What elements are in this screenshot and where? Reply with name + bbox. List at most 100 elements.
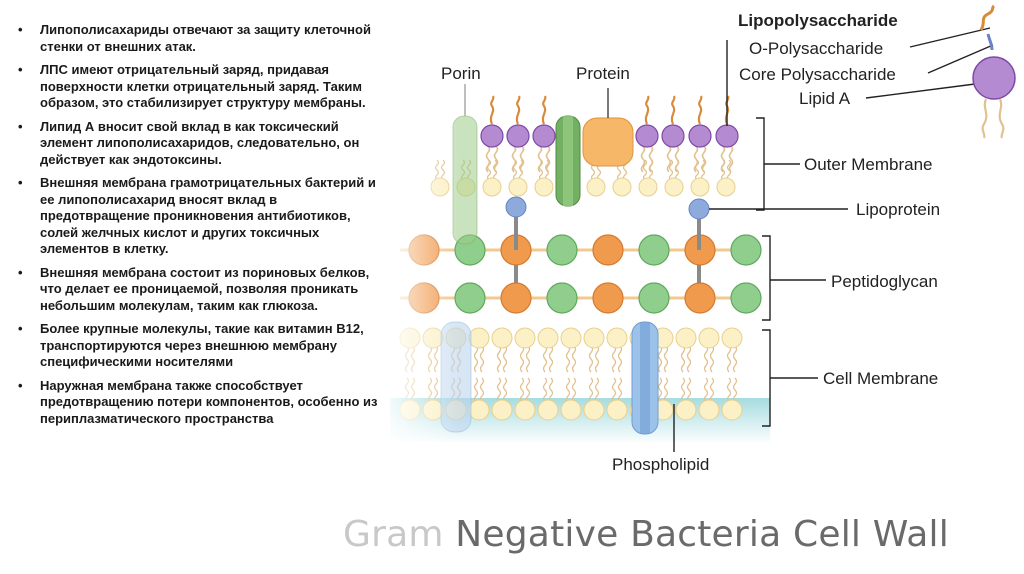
peptidoglycan-unit: [730, 234, 762, 266]
phospholipid-head: [606, 399, 628, 421]
lipid-tail: [732, 345, 738, 373]
porin-label: Porin: [441, 64, 481, 83]
peptidoglycan-label: Peptidoglycan: [831, 272, 938, 291]
lipid-tail: [493, 145, 499, 173]
lipid-tail: [565, 345, 571, 373]
lipid-tail: [701, 145, 707, 173]
lipid-tail: [486, 159, 492, 181]
bullet-item: • Внешняя мембрана грамотрицательных бакт…: [14, 175, 386, 258]
bullet-text: Наружная мембрана также способствует пре…: [40, 377, 378, 426]
lipid-tail: [473, 345, 479, 373]
outer-membrane-inner-head: [508, 177, 528, 197]
lipid-tail: [693, 145, 699, 173]
lipid-tail: [548, 345, 554, 373]
lipid-tail: [511, 145, 517, 173]
bullet-item: •Липид А вносит свой вклад в как токсиче…: [14, 119, 386, 169]
phospholipid-head: [583, 399, 605, 421]
lipid-tail: [525, 377, 531, 403]
peptidoglycan-unit: [638, 282, 670, 314]
bullet-text: Липид А вносит свой вклад в как токсичес…: [40, 118, 360, 167]
outer-membrane-inner-head: [638, 177, 658, 197]
lipid-tail: [663, 377, 669, 403]
lipid-tail: [519, 345, 525, 373]
peptidoglycan-unit: [454, 282, 486, 314]
outer-membrane-inner-head: [612, 177, 632, 197]
bullet-marker: •: [18, 264, 23, 280]
phospholipid-head: [606, 327, 628, 349]
phospholipid-head: [721, 327, 743, 349]
lipid-tail: [502, 377, 508, 403]
phospholipid-head: [491, 327, 513, 349]
bullet-text: Внешняя мембрана состоит из пориновых бе…: [40, 264, 370, 313]
lipid-tail: [642, 159, 648, 181]
lipid-tail: [709, 377, 715, 403]
lipid-tail: [657, 345, 663, 373]
lipid-tail: [588, 377, 594, 403]
bullet-item: • Более крупные молекулы, такие как витам…: [14, 321, 386, 371]
lipid-tail: [496, 345, 502, 373]
lipid-tail: [473, 377, 479, 403]
lipid-tail: [479, 345, 485, 373]
lipid-tail: [594, 377, 600, 403]
lipid-a-label: Lipid A: [799, 89, 851, 108]
lipid-tail: [594, 345, 600, 373]
lipid-tail: [732, 377, 738, 403]
diagram-title: Gram Negative Bacteria Cell Wall: [343, 514, 949, 555]
lipid-tail: [686, 345, 692, 373]
o-polysaccharide-chain: [670, 95, 676, 125]
lipid-tail: [700, 159, 706, 181]
peptidoglycan-unit: [546, 234, 578, 266]
peptidoglycan-bracket: [762, 235, 771, 321]
lipid-tail: [519, 145, 525, 173]
lipid-tail: [726, 377, 732, 403]
lipid-tail: [694, 159, 700, 181]
outer-membrane-label: Outer Membrane: [804, 155, 933, 174]
left-fade: [378, 90, 458, 450]
phospholipid-head: [721, 399, 743, 421]
lipid-tail: [496, 377, 502, 403]
bullet-marker: •: [18, 377, 23, 393]
lipoprotein-right: [688, 198, 710, 250]
phospholipid-head: [491, 399, 513, 421]
outer-membrane-inner-head: [482, 177, 502, 197]
bullet-text: Внешняя мембрана грамотрицательных бакте…: [40, 175, 376, 256]
phospholipid-head: [468, 399, 490, 421]
phospholipid-head: [583, 327, 605, 349]
o-polysaccharide-chain: [489, 95, 495, 125]
lps-head: [715, 124, 739, 148]
o-polysaccharide-label: O-Polysaccharide: [749, 39, 883, 58]
cell-membrane-label: Cell Membrane: [823, 369, 938, 388]
phospholipid-head: [514, 327, 536, 349]
bullet-text: Более крупные молекулы, такие как витами…: [40, 321, 364, 369]
phospholipid-head: [698, 327, 720, 349]
bullet-marker: •: [18, 175, 23, 190]
peptidoglycan-unit: [500, 282, 532, 314]
lipid-tail: [640, 145, 646, 173]
bullet-marker: •: [18, 321, 23, 336]
lipid-tail: [703, 377, 709, 403]
lipid-tail: [657, 377, 663, 403]
peptidoglycan-unit: [592, 282, 624, 314]
o-polysaccharide-chain: [644, 95, 650, 125]
diagram-title-gram: Gram: [343, 514, 456, 555]
lps-head: [532, 124, 556, 148]
lipid-tail: [588, 345, 594, 373]
lipid-tail: [703, 345, 709, 373]
phospholipid-head: [560, 399, 582, 421]
peptidoglycan-unit: [684, 282, 716, 314]
o-polysaccharide-chain: [541, 95, 547, 125]
phospholipid-head: [537, 399, 559, 421]
bullet-text: Липополисахариды отвечают за защиту клет…: [40, 22, 371, 54]
bullet-item: •Липополисахариды отвечают за защиту кле…: [14, 22, 386, 55]
lipid-tail: [617, 345, 623, 373]
phospholipid-head: [698, 399, 720, 421]
phospholipid-head: [560, 327, 582, 349]
peptidoglycan-unit: [638, 234, 670, 266]
bullet-item: • Внешняя мембрана состоит из пориновых б…: [14, 265, 386, 315]
phospholipid-head: [675, 327, 697, 349]
lps-head: [661, 124, 685, 148]
lipid-tail: [611, 345, 617, 373]
lipid-tail: [548, 377, 554, 403]
outer-membrane-inner-head: [534, 177, 554, 197]
